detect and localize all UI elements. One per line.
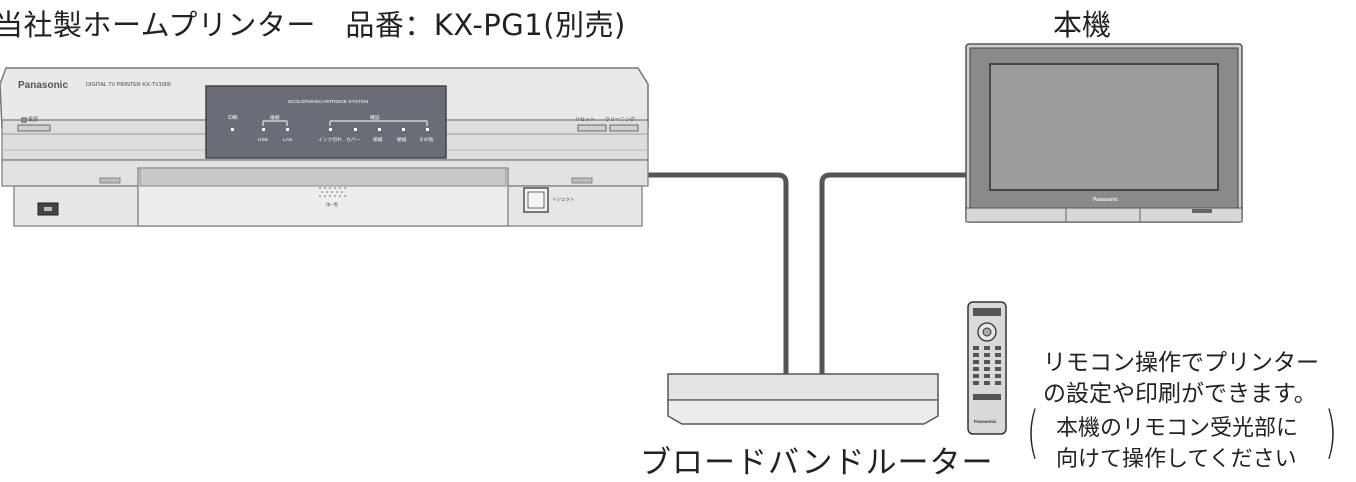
printer-cable [640,172,789,374]
power-led [21,117,27,123]
remote-control [967,301,1007,435]
network-cables [640,172,970,374]
tv-cable [819,172,970,374]
other-label: その他 [419,136,434,143]
connect-label: 接続 [270,114,280,121]
print-label: 印刷 [228,114,238,121]
reset-label: リセット [575,117,595,123]
note-line-2: の設定や印刷ができます。 [1043,381,1317,407]
lan-label: LAN [283,137,293,143]
paper-label: 排紙 [373,136,383,143]
broadband-router [667,373,939,425]
confirm-label: 確認 [370,114,380,121]
power-button [17,124,51,132]
paren-line-1: 本機のリモコン受光部に [1056,416,1299,441]
tv-caption: 本機 [1053,8,1112,42]
paren-line-2: 向けて操作してください [1056,447,1297,472]
usb-label: USB [258,137,268,143]
printer-display-panel [205,85,447,159]
tv-screen [989,63,1219,191]
power-label: 電源 [28,116,38,123]
eject-label: イジェクト [552,197,575,203]
close-paren: ) [1324,400,1337,465]
tv-brand-logo: Panasonic [1093,197,1118,203]
reset-button [577,124,607,132]
printer-brand-logo: Panasonic [18,80,68,91]
printer-device [0,67,649,227]
tv-device [965,43,1243,223]
cover-label: カバー [346,137,361,143]
ink-label: インク切れ [318,136,342,143]
printer-model-label: DIGITAL TV PRINTER KX-TV1000 [86,82,171,88]
printer-indicator-leds [231,128,429,131]
speaker-holes [319,187,346,197]
printer-caption: 当社製ホームプリンター 品番：KX-PG1(別売) [0,8,626,42]
panel-heading: 6COLORSINKCARTRIDGE SYSTEM [288,99,368,105]
remote-brand-logo: Panasonic [974,419,997,424]
slot-label: 排一覧 [326,201,338,207]
feed-label: 給紙 [397,136,407,143]
cleaning-button [609,124,639,132]
note-line-1: リモコン操作でプリンター [1043,350,1319,376]
open-paren: ( [1026,400,1039,465]
cleaning-label: クリーニング [605,116,635,123]
router-caption: ブロードバンドルーター [640,445,994,481]
